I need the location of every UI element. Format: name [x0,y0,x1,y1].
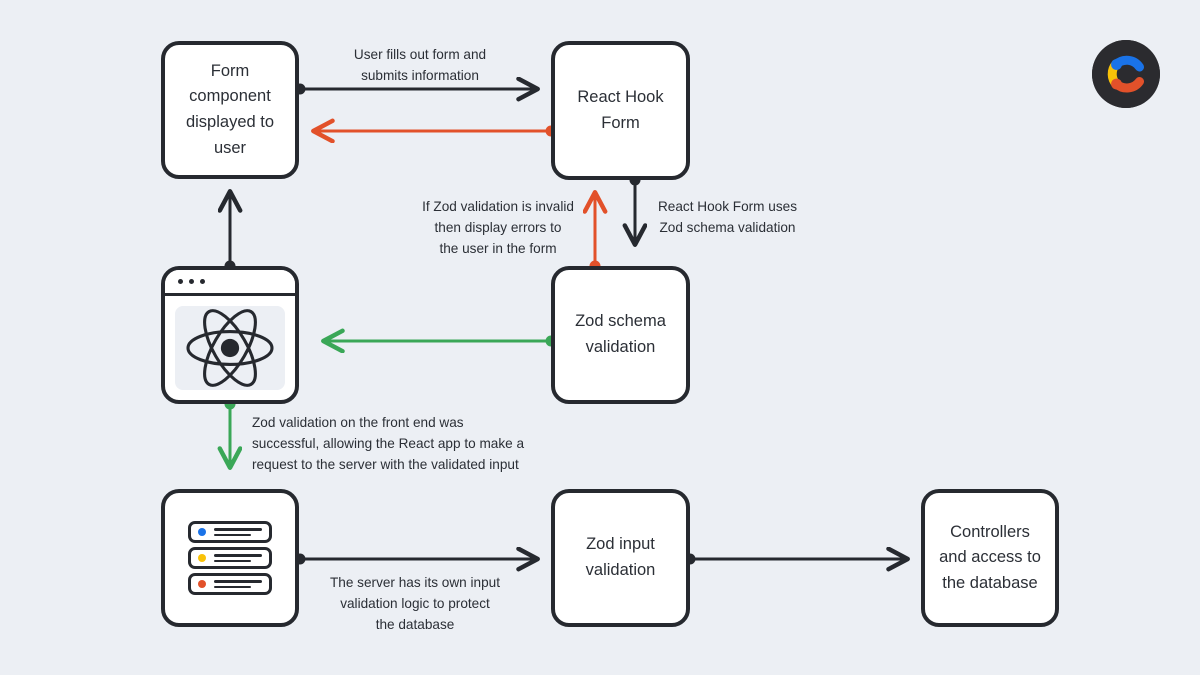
server-lines [214,580,262,588]
node-server[interactable] [161,489,299,627]
server-rack-icon [188,521,272,595]
node-react-hook-form-label: React Hook Form [577,87,664,132]
server-lines [214,528,262,536]
browser-dot-icon [189,279,194,284]
node-form-component[interactable]: Form component displayed to user [161,41,299,179]
edge-rhf-to-zod-schema [630,174,641,246]
server-led-yellow-icon [198,554,206,562]
edge-label-server-own-validation: The server has its own input validation … [329,575,500,633]
browser-titlebar [165,270,295,296]
node-zod-input-validation[interactable]: Zod input validation [551,489,690,627]
node-form-component-label: Form component displayed to user [185,61,275,157]
browser-viewport [165,296,295,400]
react-atom-icon [186,309,274,387]
node-zod-schema-validation-label: Zod schema validation [575,312,666,356]
node-zod-input-validation-label: Zod input validation [585,535,656,579]
node-controllers-database[interactable]: Controllers and access to the database [921,489,1059,627]
server-led-orange-icon [198,580,206,588]
edge-server-to-zod-input [294,554,539,565]
browser-dot-icon [178,279,183,284]
edge-label-rhf-uses-zod: React Hook Form uses Zod schema validati… [657,199,797,236]
edge-label-user-submits: User fills out form and submits informat… [353,47,487,84]
browser-screen [175,306,285,390]
server-led-blue-icon [198,528,206,536]
server-unit [188,573,272,595]
edge-zod-schema-to-react-app [323,336,557,347]
brand-logo [1092,40,1160,108]
node-react-app-browser-window[interactable] [161,266,299,404]
node-zod-schema-validation[interactable]: Zod schema validation [551,266,690,404]
node-react-hook-form[interactable]: React Hook Form [551,41,690,180]
edge-label-zod-invalid-errors: If Zod validation is invalid then displa… [422,199,574,257]
server-lines [214,554,262,562]
server-unit [188,521,272,543]
server-unit [188,547,272,569]
edge-rhf-to-form-errors [313,126,557,137]
edge-react-app-to-server [225,398,236,469]
edge-zod-input-to-controllers [684,554,909,565]
node-controllers-database-label: Controllers and access to the database [939,522,1041,592]
edge-react-app-to-form [225,191,236,272]
browser-dot-icon [200,279,205,284]
edge-label-front-end-success: Zod validation on the front end was succ… [252,415,525,473]
c-logo-icon [1092,40,1160,108]
